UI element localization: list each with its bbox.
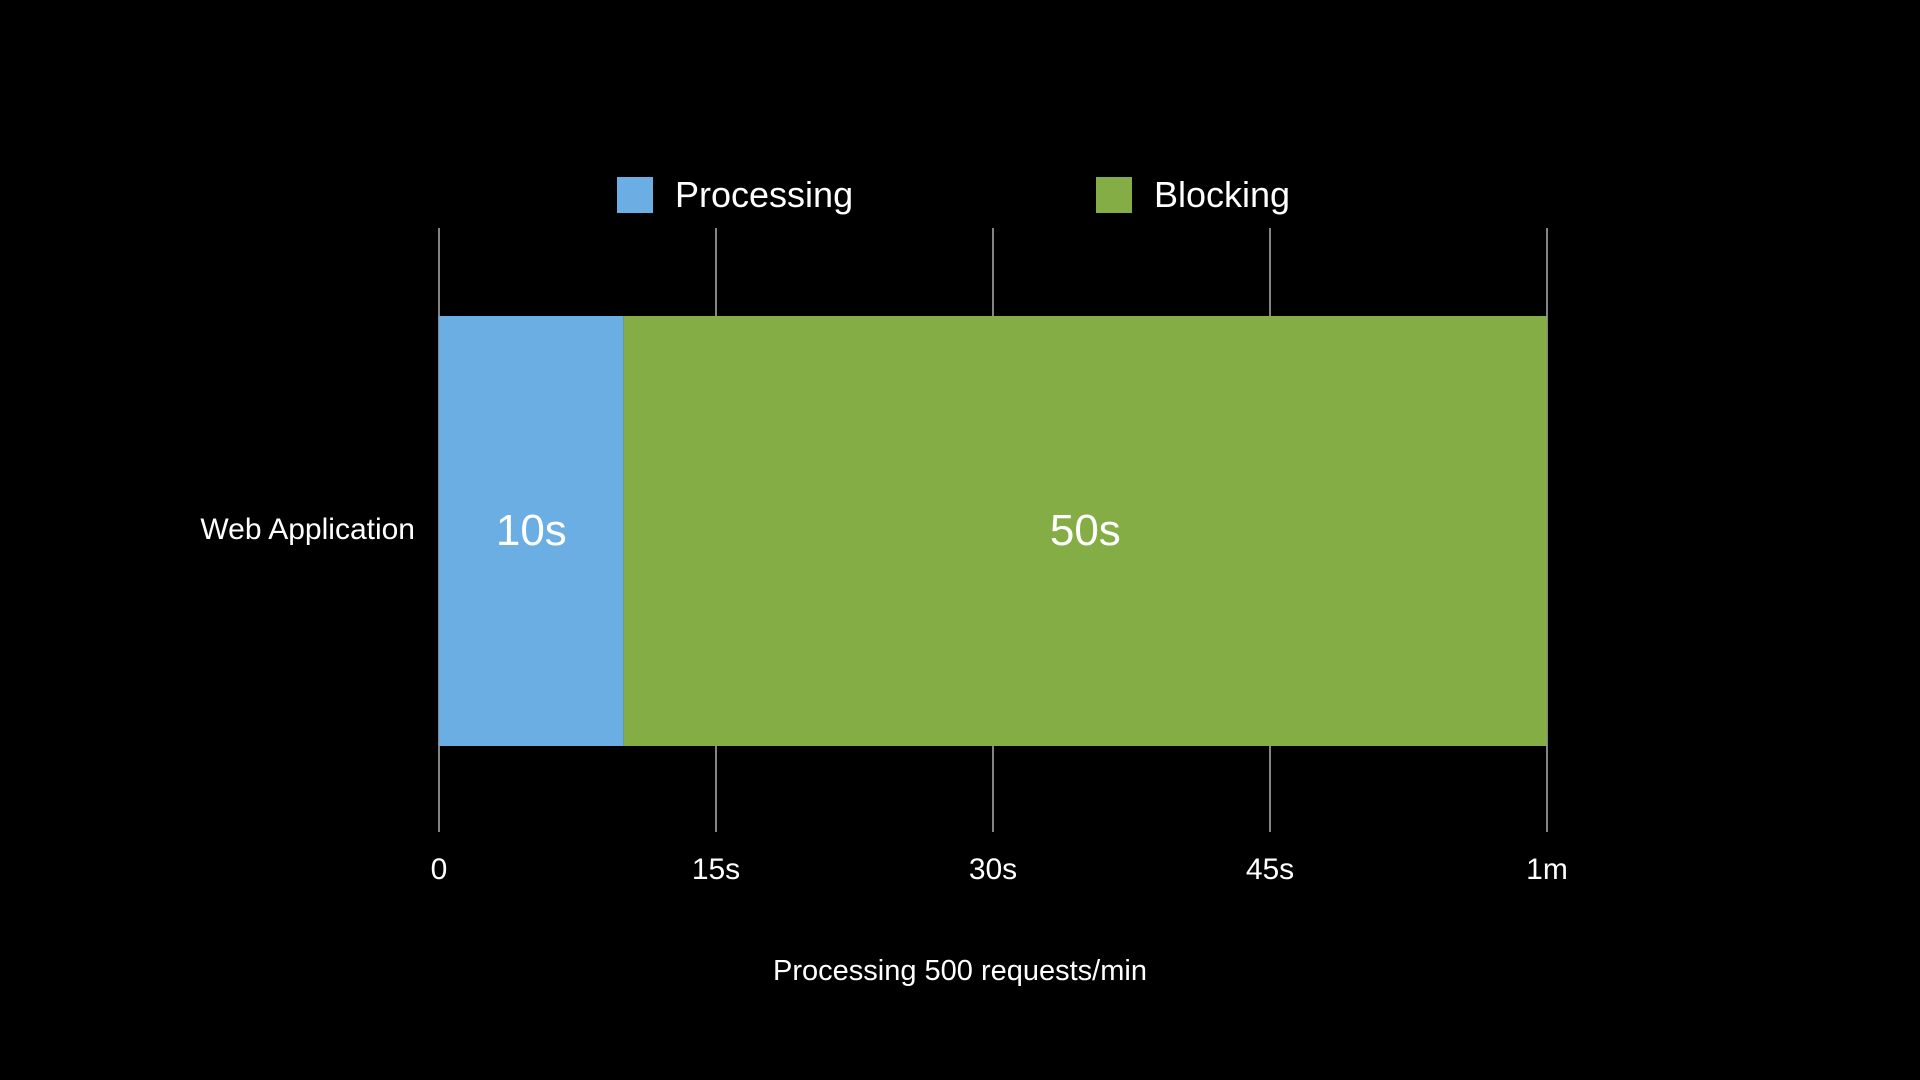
legend-item-blocking: Blocking — [1096, 174, 1291, 215]
tick-label-1m: 1m — [1526, 853, 1568, 886]
bar-blocking — [623, 316, 1547, 746]
category-label-web-application: Web Application — [200, 513, 415, 546]
tick-label-30s: 30s — [968, 853, 1018, 886]
bar-label-blocking: 50s — [1049, 506, 1121, 555]
tick-label-15s: 15s — [691, 853, 741, 886]
bar-processing — [439, 316, 624, 746]
bar-label-processing: 10s — [495, 506, 567, 555]
tick-label-0: 0 — [430, 853, 448, 886]
legend-item-processing: Processing — [617, 174, 854, 215]
legend-swatch-blocking — [1096, 177, 1132, 213]
legend-label-processing: Processing — [675, 174, 854, 215]
tick-label-45s: 45s — [1245, 853, 1295, 886]
legend-label-blocking: Blocking — [1154, 174, 1291, 215]
legend-swatch-processing — [617, 177, 653, 213]
x-axis-label: Processing 500 requests/min — [773, 955, 1147, 987]
legend: Processing Blocking — [0, 174, 1920, 215]
